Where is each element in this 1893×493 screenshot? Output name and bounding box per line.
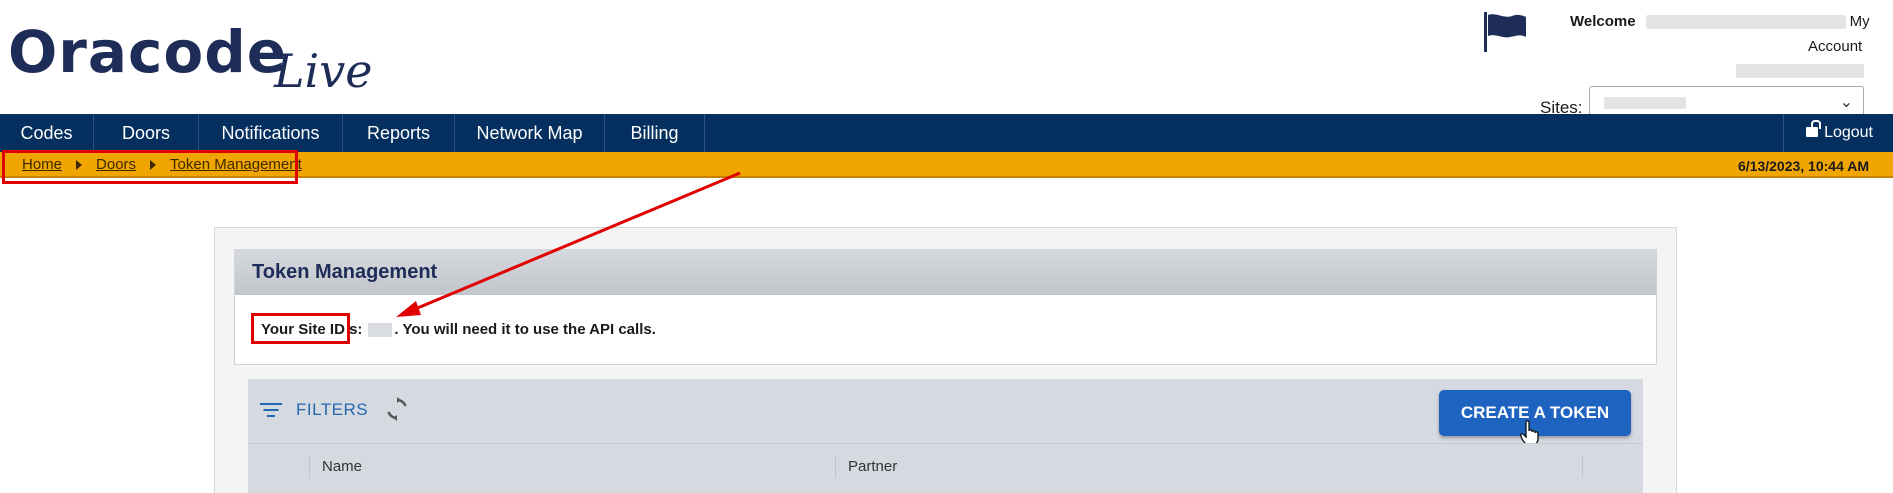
panel-title: Token Management <box>252 261 438 283</box>
column-header-name[interactable]: Name <box>322 458 363 475</box>
column-divider <box>309 456 310 478</box>
token-table-header: Name Partner <box>248 443 1643 493</box>
redacted-info <box>1736 64 1864 78</box>
annotation-box-breadcrumb <box>2 150 298 184</box>
breadcrumb-separator-icon <box>150 160 157 171</box>
breadcrumb-separator-icon <box>76 160 83 171</box>
logout-label: Logout <box>1824 124 1873 141</box>
nav-billing[interactable]: Billing <box>605 114 705 152</box>
create-token-button[interactable]: CREATE A TOKEN <box>1439 390 1631 436</box>
logo-live-text: Live <box>274 44 373 98</box>
breadcrumb-home[interactable]: Home <box>22 156 63 173</box>
annotation-box-site-id <box>251 313 350 344</box>
site-id-message-mid: s: <box>349 321 363 338</box>
nav-doors[interactable]: Doors <box>94 114 199 152</box>
my-label[interactable]: My <box>1849 13 1870 30</box>
refresh-icon[interactable] <box>384 396 410 422</box>
redacted-username <box>1645 15 1846 30</box>
breadcrumb-bar: Home Doors Token Management 6/13/2023, 10:… <box>0 152 1893 178</box>
column-header-partner[interactable]: Partner <box>848 458 898 475</box>
account-link[interactable]: Account <box>1808 38 1863 55</box>
logo-main-text: Oracode <box>8 18 288 86</box>
panel-header: Token Management <box>235 250 1656 295</box>
welcome-label: Welcome <box>1570 13 1636 30</box>
site-id-message-tail: . You will need it to use the API calls. <box>394 321 656 338</box>
hand-pointer-icon <box>1520 420 1542 446</box>
lock-open-icon <box>1806 120 1822 137</box>
welcome-text: Welcome My <box>1570 13 1870 30</box>
column-divider <box>835 456 836 478</box>
breadcrumb: Home Doors Token Management <box>22 152 302 178</box>
main-nav: Codes Doors Notifications Reports Networ… <box>0 114 1893 152</box>
logo[interactable]: Oracode Live <box>8 14 372 98</box>
breadcrumb-doors[interactable]: Doors <box>96 156 137 173</box>
token-management-panel: Token Management Your Site ID s: . You wi… <box>234 249 1657 365</box>
breadcrumb-token-management[interactable]: Token Management <box>170 156 302 173</box>
nav-notifications[interactable]: Notifications <box>199 114 343 152</box>
tokens-section: FILTERS CREATE A TOKEN Name Partner <box>248 379 1643 493</box>
column-divider <box>1582 456 1583 478</box>
flag-icon[interactable] <box>1484 12 1528 52</box>
chevron-down-icon: ⌄ <box>1839 94 1853 111</box>
nav-codes[interactable]: Codes <box>0 114 94 152</box>
nav-reports[interactable]: Reports <box>343 114 455 152</box>
site-id-message: Your Site ID s: . You will need it to use… <box>261 321 656 338</box>
redacted-site-id <box>368 323 393 338</box>
sites-label: Sites: <box>1540 98 1583 117</box>
redacted-site-name <box>1604 97 1686 109</box>
nav-network-map[interactable]: Network Map <box>455 114 605 152</box>
logout-button[interactable]: Logout <box>1783 114 1893 152</box>
current-datetime: 6/13/2023, 10:44 AM <box>1737 158 1869 174</box>
filter-list-icon <box>260 402 282 418</box>
site-id-label: Your Site ID <box>261 321 345 338</box>
filters-label: FILTERS <box>296 400 369 419</box>
filters-button[interactable]: FILTERS <box>260 395 368 425</box>
